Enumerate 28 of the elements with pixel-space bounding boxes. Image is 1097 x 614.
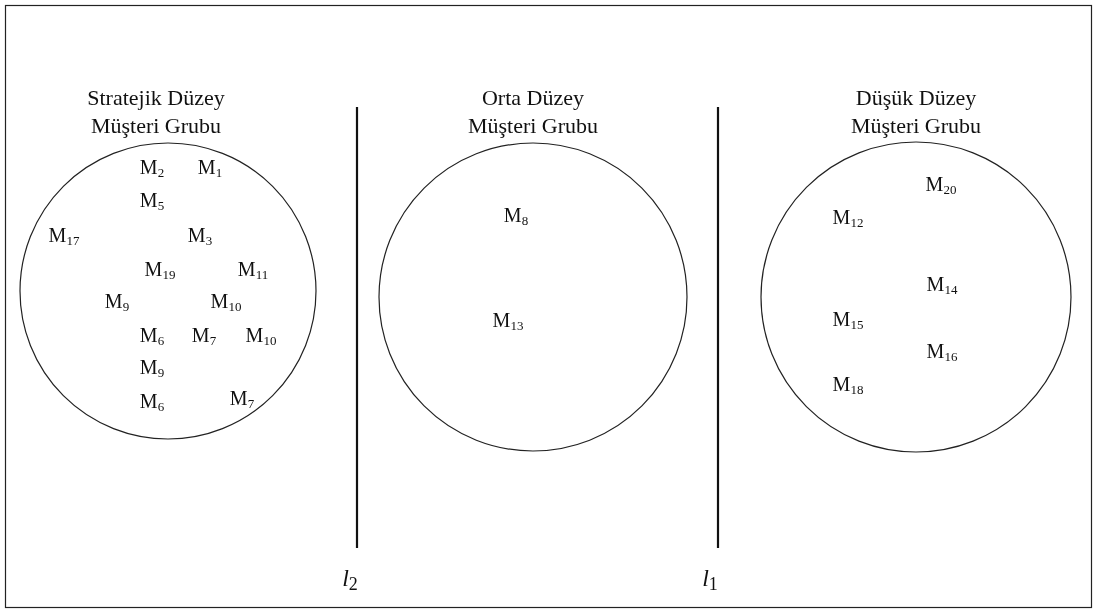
- customer-label: M$_{7}$: [191, 323, 217, 351]
- customer-label: M$_{9}$: [139, 355, 165, 383]
- customer-label: M$_{17}$: [48, 223, 80, 251]
- line-label: l$_{1}$: [702, 565, 718, 595]
- customer-label: M$_{13}$: [492, 308, 524, 336]
- group-title: Düşük Düzey Müşteri Grubu: [849, 84, 983, 140]
- customer-label: M$_{12}$: [832, 205, 864, 233]
- customer-label: M$_{20}$: [925, 172, 957, 200]
- customer-label: M$_{19}$: [144, 257, 176, 285]
- customer-label: M$_{18}$: [832, 372, 864, 400]
- customer-label: M$_{5}$: [139, 188, 165, 216]
- group-title: Orta Düzey Müşteri Grubu: [466, 84, 600, 140]
- customer-label: M$_{3}$: [187, 223, 213, 251]
- customer-label: M$_{11}$: [237, 257, 269, 285]
- customer-label: M$_{9}$: [104, 289, 130, 317]
- customer-label: M$_{6}$: [139, 389, 165, 417]
- group-title: Stratejik Düzey Müşteri Grubu: [86, 84, 226, 140]
- line-label: l$_{2}$: [342, 565, 358, 595]
- customer-label: M$_{10}$: [245, 323, 277, 351]
- customer-label: M$_{8}$: [503, 203, 529, 231]
- customer-label: M$_{1}$: [197, 155, 223, 183]
- customer-label: M$_{7}$: [229, 386, 255, 414]
- customer-label: M$_{2}$: [139, 155, 165, 183]
- customer-label: M$_{10}$: [210, 289, 242, 317]
- customer-label: M$_{15}$: [832, 307, 864, 335]
- customer-label: M$_{6}$: [139, 323, 165, 351]
- customer-label: M$_{14}$: [926, 272, 958, 300]
- customer-label: M$_{16}$: [926, 339, 958, 367]
